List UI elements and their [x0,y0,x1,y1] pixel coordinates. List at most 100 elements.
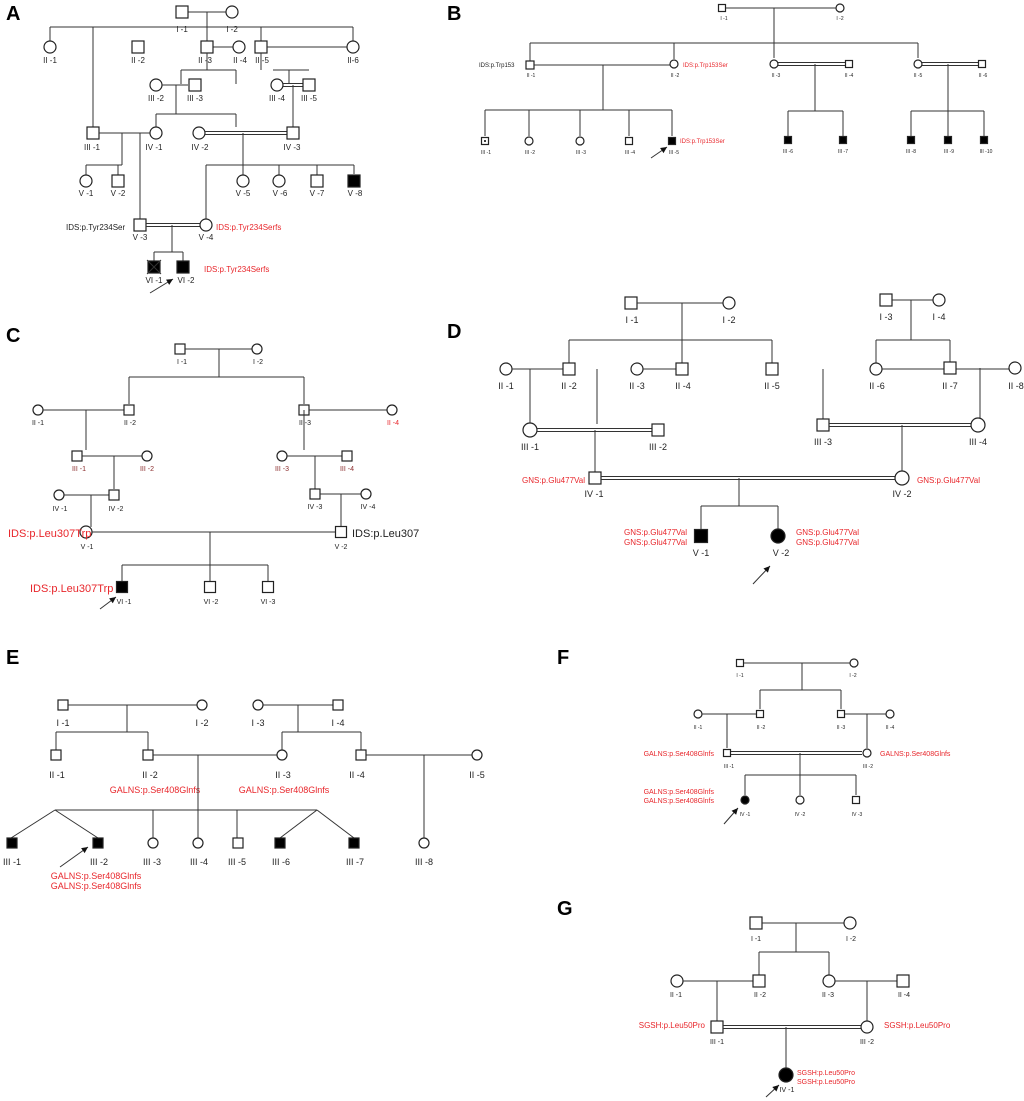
individual-label: II -3 [198,56,212,65]
individual-label: I -2 [849,673,856,679]
proband-arrow [772,1085,779,1092]
individual-label: III -1 [72,466,86,473]
individual-label: II -5 [469,770,485,780]
individual-label: II -3 [299,420,311,427]
variant-label: IDS:p.Tyr234Ser [66,223,125,232]
male-symbol [50,749,62,761]
individual-label: IV -2 [795,812,806,818]
individual-label: II -4 [675,381,691,391]
variant-label: IDS:p.Leu307Trp [30,583,113,595]
individual-label: II -1 [43,56,57,65]
female-symbol [722,296,736,310]
individual-label: II -1 [694,725,703,731]
male-symbol [108,489,120,501]
individual-label: III -3 [275,466,289,473]
individual-label: IV -2 [892,489,911,499]
individual-label: II -3 [275,770,291,780]
variant-label: SGSH:p.Leu50Pro [797,1070,855,1077]
individual-label: I -2 [846,936,856,943]
female-symbol [236,174,250,188]
individual-label: IV -1 [740,812,751,818]
male-symbol [816,418,830,432]
individual-label: IV -1 [584,489,603,499]
individual-label: III -7 [346,857,364,867]
variant-label: IDS:p.Tyr234Serfs [216,223,281,232]
female-symbol [630,362,644,376]
individual-label: V -1 [81,544,94,551]
male-symbol [142,749,154,761]
individual-label: II -2 [754,992,766,999]
individual-label: II -7 [942,381,958,391]
male-symbol [341,450,353,462]
individual-label: II -4 [886,725,895,731]
individual-label: III -6 [272,857,290,867]
male-symbol [286,126,300,140]
individual-label: III -1 [724,764,734,770]
individual-label: III -1 [481,150,491,156]
female-symbol [147,837,159,849]
affected-female-symbol [778,1067,794,1083]
individual-label: I -1 [176,25,188,34]
individual-label: II -2 [124,420,136,427]
individual-label: IV -1 [53,506,68,513]
individual-label: I -4 [932,312,945,322]
female-symbol [232,40,246,54]
female-symbol [869,362,883,376]
individual-label: II -4 [349,770,365,780]
individual-label: II -6 [979,73,988,79]
individual-label: II -3 [837,725,846,731]
male-symbol [624,296,638,310]
individual-label: V -2 [111,189,126,198]
male-symbol [624,136,634,146]
male-symbol [302,78,316,92]
individual-label: III -5 [669,150,679,156]
individual-label: III -5 [301,94,318,103]
individual-label: II -4 [845,73,854,79]
individual-label: II -1 [527,73,536,79]
panel-letter: A [6,3,20,25]
female-symbol [192,126,206,140]
affected-male-symbol [943,135,953,145]
individual-label: VI -2 [178,276,195,285]
female-symbol [835,3,845,13]
individual-label: III -1 [710,1039,724,1046]
individual-label: III -2 [860,1039,874,1046]
female-symbol [149,126,163,140]
individual-label: V -1 [693,548,710,558]
variant-label: GNS:p.Glu477Val [624,528,687,537]
variant-label: SGSH:p.Leu50Pro [797,1079,855,1086]
individual-label: II -3 [629,381,645,391]
male-symbol [749,916,763,930]
male-symbol [735,658,745,668]
male-symbol [133,218,147,232]
panel-letter: C [6,325,20,347]
male-symbol [765,362,779,376]
female-symbol [360,488,372,500]
female-symbol [43,40,57,54]
female-symbol [932,293,946,307]
female-symbol [693,709,703,719]
male-symbol [131,40,145,54]
affected-male-symbol [348,837,360,849]
individual-label: IV -2 [109,506,124,513]
female-symbol [251,343,263,355]
individual-label: II -3 [822,992,834,999]
proband-arrow [109,597,116,604]
variant-label: GNS:p.Glu477Val [917,476,980,485]
variant-label: GALNS:p.Ser408Glnfs [51,881,142,891]
individual-label: V -3 [133,233,148,242]
individual-label: VI -2 [204,599,219,606]
individual-label: III -2 [863,764,873,770]
male-symbol [588,471,602,485]
affected-male-symbol [693,528,709,544]
female-symbol [822,974,836,988]
male-symbol [310,174,324,188]
individual-label: III -4 [340,466,354,473]
female-symbol [970,417,986,433]
male-symbol [123,404,135,416]
affected-male-symbol [979,135,989,145]
individual-label: III -7 [838,149,848,155]
female-symbol [386,404,398,416]
female-symbol [862,748,872,758]
affected-female-symbol [740,795,750,805]
